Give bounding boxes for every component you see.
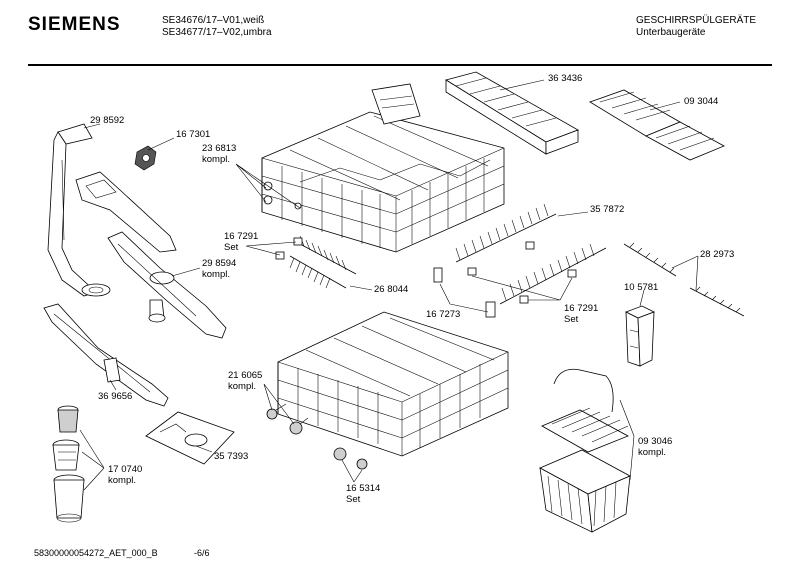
part-label-363436: 36 3436 <box>548 73 582 84</box>
upper-spray-arm-drawing <box>107 231 227 339</box>
part-qualifier: kompl. <box>108 475 136 486</box>
part-qualifier: kompl. <box>202 269 230 280</box>
part-number: 26 8044 <box>374 284 409 295</box>
part-label-268044: 26 8044 <box>374 284 408 295</box>
part-qualifier: Set <box>224 242 239 253</box>
part-number: 16 7291 <box>564 303 599 314</box>
part-label-167273: 16 7273 <box>426 309 460 320</box>
category-line-2: Unterbaugeräte <box>636 27 706 38</box>
part-number: 17 0740 <box>108 464 143 475</box>
part-number: 21 6065 <box>228 370 263 381</box>
tine-rail-drawing <box>289 235 357 289</box>
part-number: 36 9656 <box>98 391 133 402</box>
cutlery-tray-drawing <box>445 71 579 155</box>
upper-basket-drawing <box>261 83 505 253</box>
part-number: 16 7291 <box>224 231 259 242</box>
model-line-2: SE34677/17–V02,umbra <box>162 27 272 38</box>
part-qualifier: kompl. <box>638 447 666 458</box>
tip-up-shelves-drawing <box>589 89 725 161</box>
part-label-357393: 35 7393 <box>214 451 248 462</box>
part-number: 09 3046 <box>638 436 673 447</box>
part-number: 10 5781 <box>624 282 659 293</box>
spray-tube-drawing <box>47 123 177 297</box>
nut-drawing <box>134 145 157 171</box>
filter-set-drawing <box>52 405 85 523</box>
category-line-1: GESCHIRRSPÜLGERÄTE <box>636 15 757 26</box>
document-id: 58300000054272_AET_000_B <box>34 548 158 558</box>
part-label-298592: 29 8592 <box>90 115 124 126</box>
part-number: 23 6813 <box>202 143 237 154</box>
part-label-369656: 36 9656 <box>98 391 132 402</box>
part-number: 35 7393 <box>214 451 249 462</box>
cutlery-basket-drawing <box>539 368 631 533</box>
part-number: 29 8594 <box>202 258 237 269</box>
lower-spray-arm-drawing <box>43 303 169 407</box>
part-number: 09 3044 <box>684 96 719 107</box>
part-qualifier: Set <box>346 494 361 505</box>
cutlery-holder-drawing <box>625 305 655 367</box>
part-label-093044: 09 3044 <box>684 96 718 107</box>
header-rule <box>28 64 772 66</box>
part-qualifier: Set <box>564 314 579 325</box>
part-number: 28 2973 <box>700 249 735 260</box>
brand-logo: SIEMENS <box>28 14 121 35</box>
part-label-105781: 10 5781 <box>624 282 658 293</box>
part-number: 29 8592 <box>90 115 125 126</box>
page-number: -6/6 <box>194 548 210 558</box>
part-number: 16 7273 <box>426 309 461 320</box>
clips-drawing <box>275 237 577 318</box>
model-line-1: SE34676/17–V01,weiß <box>162 15 265 26</box>
lower-basket-drawing <box>277 311 509 457</box>
cup-shelves-drawing <box>623 242 745 317</box>
tine-racks-drawing <box>455 203 607 305</box>
part-number: 36 3436 <box>548 73 583 84</box>
leader-lines <box>79 79 699 491</box>
part-qualifier: kompl. <box>202 154 230 165</box>
part-number: 16 5314 <box>346 483 381 494</box>
part-label-282973: 28 2973 <box>700 249 734 260</box>
wheels-drawing <box>266 403 368 470</box>
part-number: 35 7872 <box>590 204 625 215</box>
part-label-357872: 35 7872 <box>590 204 624 215</box>
part-label-167301: 16 7301 <box>176 129 210 140</box>
part-qualifier: kompl. <box>228 381 256 392</box>
part-number: 16 7301 <box>176 129 211 140</box>
